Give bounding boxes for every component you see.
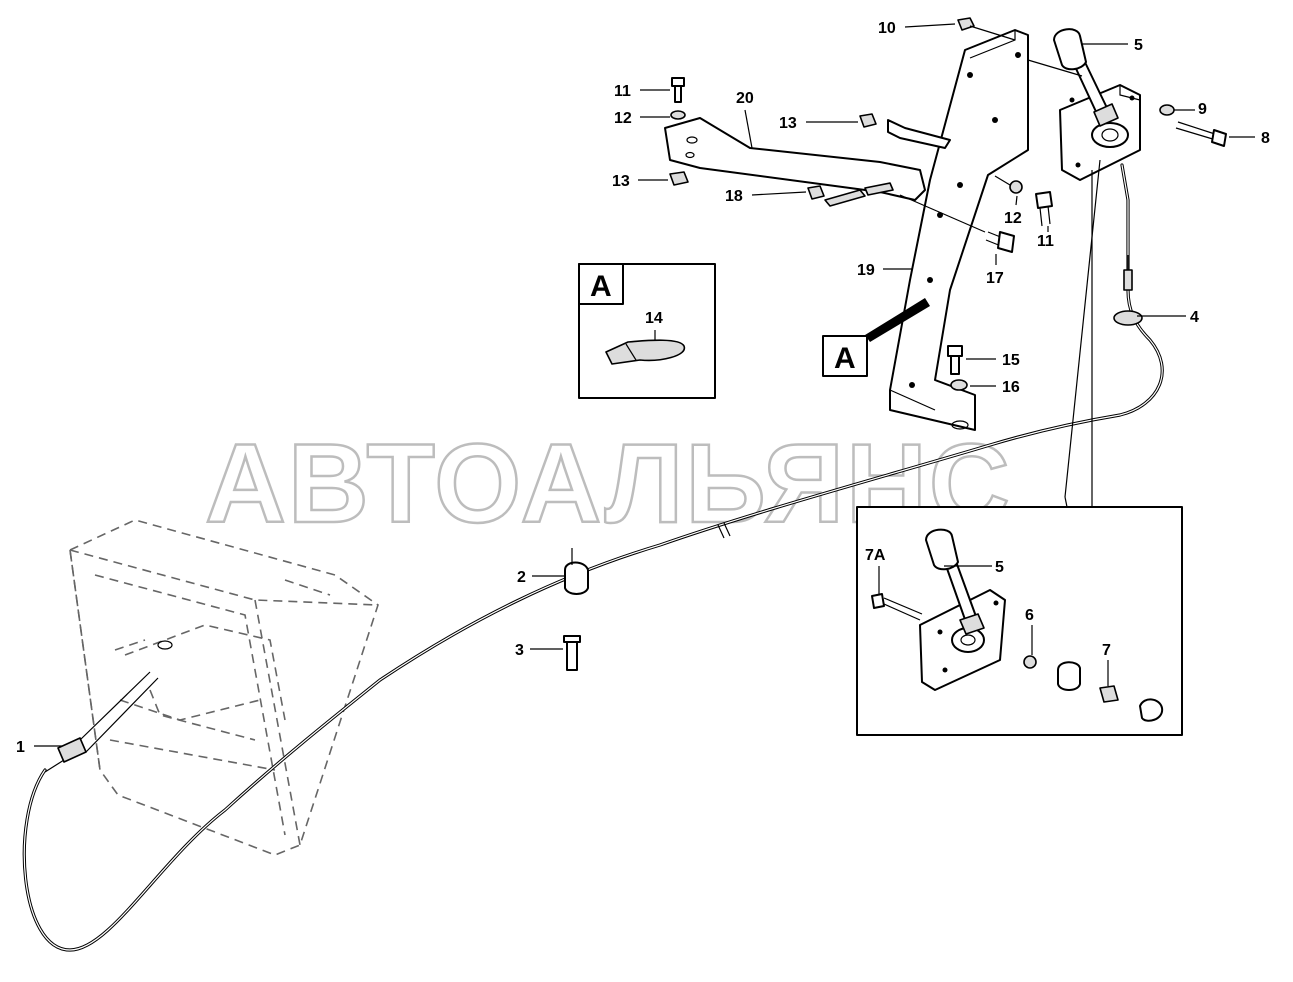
label-10: 10 — [878, 20, 896, 37]
cable-clamp — [563, 548, 589, 671]
label-16: 16 — [1002, 379, 1020, 396]
detail-a-callout: A — [822, 298, 930, 377]
label-14: 14 — [645, 310, 663, 327]
mounting-plate — [887, 29, 1029, 431]
callout-letter: A — [834, 342, 856, 375]
label-5-main: 5 — [1134, 37, 1143, 54]
label-11-left: 11 — [614, 83, 631, 100]
label-17: 17 — [986, 270, 1004, 287]
label-3: 3 — [515, 642, 524, 659]
inset-box — [856, 159, 1183, 736]
label-11-right: 11 — [1037, 233, 1054, 250]
label-13-right: 13 — [779, 115, 797, 132]
housing-outline — [69, 519, 379, 856]
label-6: 6 — [1025, 607, 1034, 624]
label-20: 20 — [736, 90, 754, 107]
control-lever — [1053, 28, 1141, 181]
label-12-right: 12 — [1004, 210, 1022, 227]
label-1: 1 — [16, 739, 25, 756]
label-12-left: 12 — [614, 110, 632, 127]
label-7: 7 — [1102, 642, 1111, 659]
label-13-left: 13 — [612, 173, 630, 190]
fasteners — [669, 17, 1227, 391]
part-labels: 1 2 3 4 5 5 6 7 7A 8 9 10 11 11 12 12 13… — [16, 20, 1270, 756]
label-8: 8 — [1261, 130, 1270, 147]
label-9: 9 — [1198, 101, 1207, 118]
leader-lines — [34, 23, 1255, 747]
label-4: 4 — [1190, 309, 1199, 326]
detail-letter: A — [590, 270, 612, 303]
detail-a-box: A — [578, 263, 716, 399]
label-2: 2 — [517, 569, 526, 586]
label-5-inset: 5 — [995, 559, 1004, 576]
label-19: 19 — [857, 262, 875, 279]
label-7a: 7A — [865, 547, 886, 564]
label-18: 18 — [725, 188, 743, 205]
support-bracket — [664, 117, 926, 207]
label-15: 15 — [1002, 352, 1020, 369]
